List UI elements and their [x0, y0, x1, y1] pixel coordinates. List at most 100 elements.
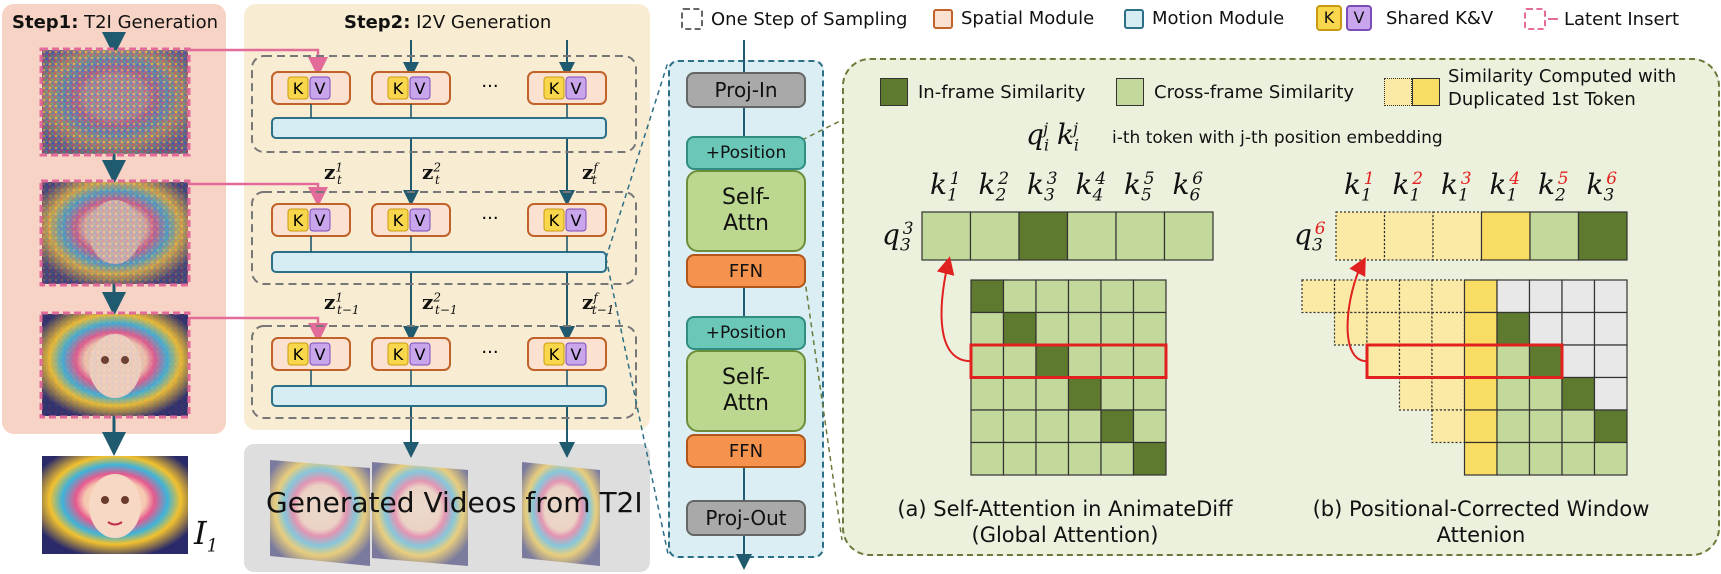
k-swatch [287, 208, 309, 232]
attention-cell [1561, 344, 1596, 379]
attention-cell [1132, 311, 1167, 346]
k-label: K [293, 211, 304, 230]
self-attn-block-1: Self-Attn [686, 170, 806, 252]
attention-cell [1528, 409, 1563, 444]
k-swatch [543, 342, 565, 366]
cross-frame-swatch-icon [1116, 78, 1144, 106]
attention-cell [1035, 311, 1070, 346]
v-label: V [571, 79, 582, 98]
attention-cell [1100, 344, 1135, 379]
attention-cell [1593, 311, 1628, 346]
attention-cell [1067, 279, 1102, 314]
attention-cell [1398, 311, 1433, 346]
latent-z-label: z2t−1 [422, 290, 458, 317]
attention-cell [1431, 344, 1466, 379]
legend-duplicated [1384, 78, 1440, 106]
latent-arrow-icon [1548, 18, 1558, 20]
query-row-cell [1018, 211, 1069, 261]
attention-cell [1561, 311, 1596, 346]
query-row-cell [1066, 211, 1117, 261]
legend-in-frame: In-frame Similarity [880, 78, 1085, 106]
in-frame-swatch-icon [880, 78, 908, 106]
key-label: k22 [978, 168, 1010, 206]
latent-box-icon [1524, 8, 1546, 30]
v-label: V [315, 79, 326, 98]
attention-cell [1593, 279, 1628, 314]
key-label: k12 [1392, 168, 1424, 206]
v-label: V [315, 345, 326, 364]
query-row-cell [1529, 211, 1580, 261]
key-label: k33 [1027, 168, 1058, 206]
key-label: k14 [1489, 168, 1521, 206]
attention-cell [970, 441, 1005, 476]
proj-in-block: Proj-In [686, 72, 806, 108]
k-label: K [549, 211, 560, 230]
attention-cell [1496, 376, 1531, 411]
k-swatch [387, 342, 409, 366]
position-block-2: +Position [686, 316, 806, 350]
attention-cell [1593, 376, 1628, 411]
attention-cell [1528, 311, 1563, 346]
latent-z-label: z2t [422, 160, 441, 187]
attention-cell [1431, 311, 1466, 346]
v-label: V [415, 345, 426, 364]
k-label: K [393, 79, 404, 98]
latent-z-label: z1t [324, 160, 343, 187]
motion-module-bar [271, 251, 607, 273]
attention-cell [1398, 344, 1433, 379]
attention-cell [1002, 344, 1037, 379]
attention-cell [1002, 279, 1037, 314]
k-swatch-icon: K [1316, 5, 1342, 31]
v-label: V [571, 211, 582, 230]
attention-cell [1528, 376, 1563, 411]
attention-cell [1132, 344, 1167, 379]
query-label: q36 [1294, 218, 1326, 256]
key-label: k66 [1172, 168, 1204, 206]
attention-cell [1431, 409, 1466, 444]
attention-cell [1496, 279, 1531, 314]
v-swatch [409, 76, 431, 100]
attention-cell [1463, 409, 1498, 444]
key-label: k36 [1586, 168, 1618, 206]
attention-cell [1100, 279, 1135, 314]
attention-cell [1132, 441, 1167, 476]
attention-cell [1100, 409, 1135, 444]
attention-cell [1002, 311, 1037, 346]
legend-cross-frame: Cross-frame Similarity [1116, 78, 1354, 106]
attention-cell [1035, 279, 1070, 314]
proj-out-block: Proj-Out [686, 500, 806, 536]
attention-cell [1561, 441, 1596, 476]
v-swatch [309, 76, 331, 100]
attention-cell [1593, 344, 1628, 379]
k-label: K [393, 345, 404, 364]
v-swatch-icon: V [1346, 5, 1372, 31]
attention-cell [1035, 441, 1070, 476]
v-swatch [565, 76, 587, 100]
attention-cell [970, 409, 1005, 444]
v-label: V [571, 345, 582, 364]
v-label: V [315, 211, 326, 230]
attention-cell [1100, 311, 1135, 346]
v-swatch [409, 342, 431, 366]
ffn-block-2: FFN [686, 434, 806, 468]
attention-cell [970, 311, 1005, 346]
legend-one-step: One Step of Sampling [681, 8, 907, 30]
attention-cell [1561, 409, 1596, 444]
attention-cell [1496, 441, 1531, 476]
key-label: k13 [1441, 168, 1472, 206]
query-row-cell [921, 211, 972, 261]
step1-title: Step1: T2I Generation [12, 12, 219, 33]
attention-cell [1100, 376, 1135, 411]
attention-cell [1132, 279, 1167, 314]
token-notation-desc: i-th token with j-th position embedding [1112, 128, 1443, 148]
red-arrow [1346, 256, 1368, 363]
attention-cell [1366, 279, 1401, 314]
ellipsis: ··· [481, 208, 498, 229]
query-row-cell [1335, 211, 1386, 261]
attention-cell [1593, 441, 1628, 476]
attention-cell [1067, 409, 1102, 444]
latent-z-label: zft [582, 160, 598, 187]
attention-cell [970, 344, 1005, 379]
